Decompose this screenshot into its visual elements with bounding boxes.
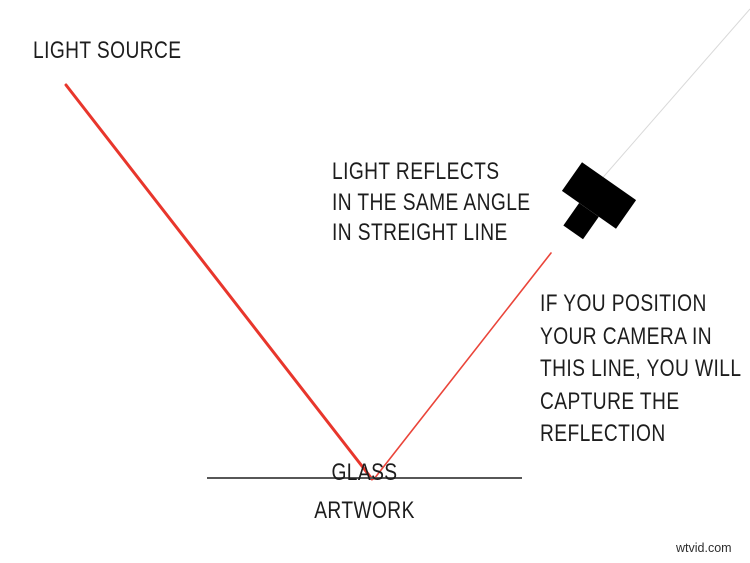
camera-lens [563,202,599,240]
camera-note-line-4: CAPTURE THE [540,387,680,415]
camera-note-line-1: IF YOU POSITION [540,290,707,317]
camera-note-line-5: REFLECTION [540,420,666,447]
camera-position-note: IF YOU POSITION YOUR CAMERA IN THIS LINE… [540,288,741,451]
reflection-note: LIGHT REFLECTS IN THE SAME ANGLE IN STRE… [332,157,531,249]
glass-label: GLASS [331,459,398,486]
reflection-note-line-3: IN STREIGHT LINE [332,219,508,246]
camera-sightline-faint-line [584,8,750,199]
incident-ray-line [64,83,374,481]
camera-note-line-2: YOUR CAMERA IN [540,322,713,350]
reflection-note-line-2: IN THE SAME ANGLE [332,188,531,216]
camera-note-line-3: THIS LINE, YOU WILL [540,355,742,382]
watermark: wtvid.com [676,541,732,555]
reflection-note-line-1: LIGHT REFLECTS [332,158,500,185]
artwork-label: ARTWORK [314,497,415,524]
camera-icon [561,162,637,240]
reflected-ray-line [373,252,552,480]
light-source-label: LIGHT SOURCE [33,37,182,64]
camera-body [561,162,637,229]
